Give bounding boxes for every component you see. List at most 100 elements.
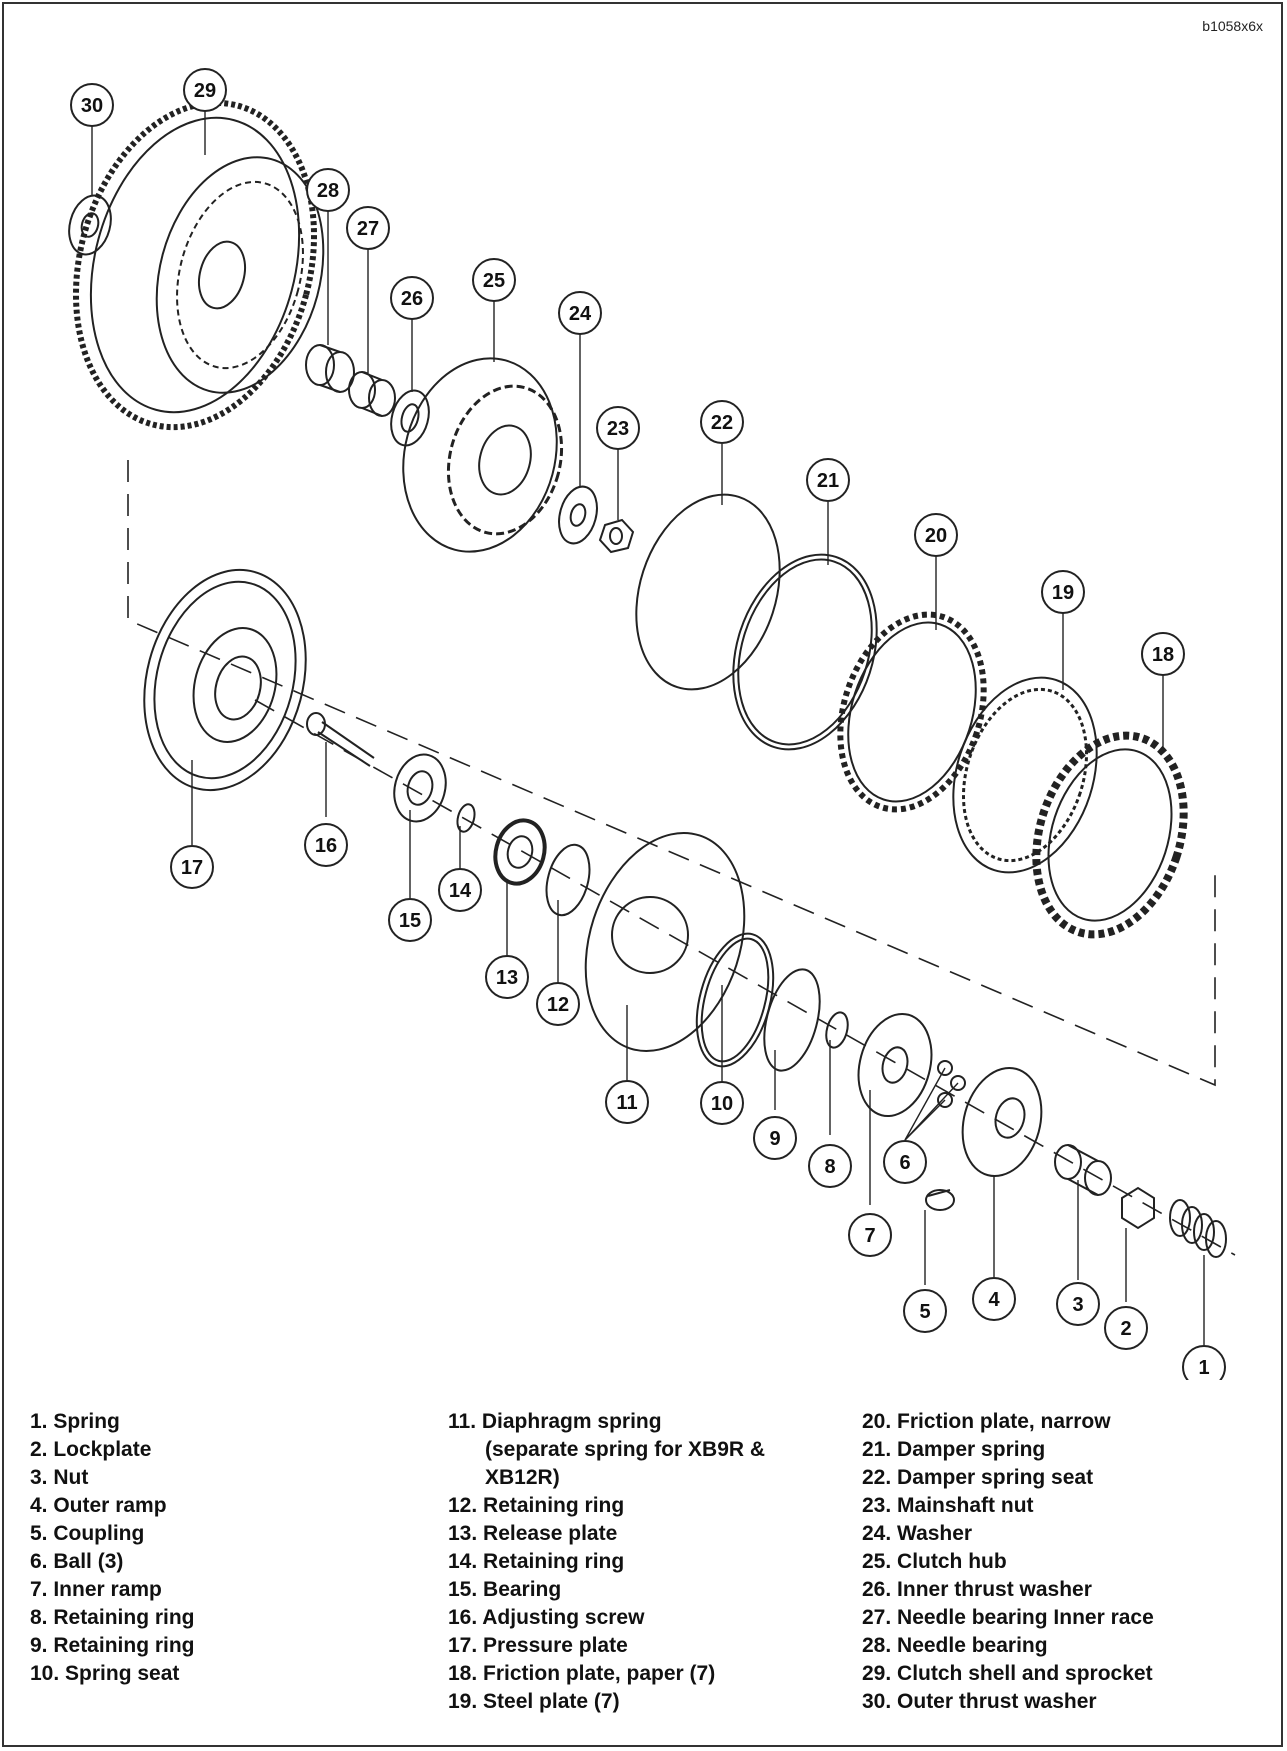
svg-text:13: 13	[496, 967, 518, 989]
callout-3: 3	[1056, 1282, 1100, 1326]
svg-text:29: 29	[194, 80, 216, 102]
svg-text:9: 9	[769, 1128, 780, 1150]
svg-text:10: 10	[711, 1093, 733, 1115]
svg-text:17: 17	[181, 857, 203, 879]
svg-text:7: 7	[864, 1225, 875, 1247]
callout-30: 30	[70, 83, 114, 127]
svg-text:1: 1	[1198, 1357, 1209, 1379]
svg-text:4: 4	[988, 1289, 1000, 1311]
callout-6: 6	[883, 1140, 927, 1184]
callout-11: 11	[605, 1080, 649, 1124]
callout-23: 23	[596, 406, 640, 450]
svg-text:23: 23	[607, 418, 629, 440]
callout-12: 12	[536, 982, 580, 1026]
legend-item: 23. Mainshaft nut	[862, 1494, 1034, 1517]
svg-text:22: 22	[711, 412, 733, 434]
callout-10: 10	[700, 1081, 744, 1125]
legend-item: 4. Outer ramp	[30, 1494, 167, 1517]
svg-text:26: 26	[401, 288, 423, 310]
legend-item: 19. Steel plate (7)	[448, 1690, 620, 1713]
legend-item: 21. Damper spring	[862, 1438, 1046, 1461]
legend-item: 10. Spring seat	[30, 1662, 180, 1685]
legend-item: 3. Nut	[30, 1466, 89, 1489]
svg-text:18: 18	[1152, 644, 1174, 666]
outer-thrust-washer-part	[68, 194, 112, 256]
legend-item: 25. Clutch hub	[862, 1550, 1007, 1573]
callout-17: 17	[170, 845, 214, 889]
callout-7: 7	[848, 1213, 892, 1257]
adjusting-screw-part	[306, 712, 375, 767]
callout-26: 26	[390, 276, 434, 320]
callout-24: 24	[558, 291, 602, 335]
callout-9: 9	[753, 1116, 797, 1160]
callout-19: 19	[1041, 570, 1085, 614]
retaining-ring-12-part	[545, 843, 591, 917]
legend-item: 12. Retaining ring	[448, 1494, 625, 1517]
callout-25: 25	[472, 258, 516, 302]
svg-text:28: 28	[317, 180, 339, 202]
nut-part	[1054, 1144, 1112, 1196]
dashed-assembly-line	[127, 460, 1216, 1087]
figure-id: b1058x6x	[1202, 18, 1263, 34]
svg-text:16: 16	[315, 835, 337, 857]
svg-text:20: 20	[925, 525, 947, 547]
retaining-ring-14-part	[456, 803, 476, 833]
clutch-shell-and-sprocket-part	[72, 99, 325, 431]
retaining-ring-9-part	[763, 968, 821, 1072]
legend-column-1: 1. Spring 2. Lockplate 3. Nut 4. Outer r…	[30, 1408, 195, 1688]
clutch-hub-part	[402, 357, 564, 553]
legend-item: 28. Needle bearing	[862, 1634, 1048, 1657]
legend-item: 18. Friction plate, paper (7)	[448, 1662, 716, 1685]
svg-text:21: 21	[817, 470, 839, 492]
legend-item: 8. Retaining ring	[30, 1606, 195, 1629]
coupling-part	[925, 1189, 955, 1211]
callout-18: 18	[1141, 632, 1185, 676]
callout-14: 14	[438, 868, 482, 912]
legend-item: 1. Spring	[30, 1410, 120, 1433]
svg-text:19: 19	[1052, 582, 1074, 604]
svg-text:24: 24	[569, 303, 592, 325]
svg-text:25: 25	[483, 270, 505, 292]
leader-lines	[91, 108, 1205, 1345]
outer-ramp-part	[961, 1066, 1043, 1178]
legend-item: 2. Lockplate	[30, 1438, 152, 1461]
legend-item: 9. Retaining ring	[30, 1634, 195, 1657]
retaining-ring-8-part	[825, 1011, 849, 1049]
callout-28: 28	[306, 168, 350, 212]
legend-item-note: (separate spring for XB9R &	[485, 1438, 766, 1461]
washer-part	[558, 485, 598, 545]
callout-22: 22	[700, 400, 744, 444]
legend-item: 29. Clutch shell and sprocket	[862, 1662, 1153, 1685]
svg-text:3: 3	[1072, 1294, 1083, 1316]
legend-item: 15. Bearing	[448, 1578, 562, 1601]
friction-plate-paper-part	[1032, 731, 1188, 939]
legend-item: 27. Needle bearing Inner race	[862, 1606, 1154, 1629]
legend-item: 17. Pressure plate	[448, 1634, 628, 1657]
damper-spring-seat-part	[635, 493, 781, 691]
inner-thrust-washer-part	[390, 389, 430, 447]
callout-21: 21	[806, 458, 850, 502]
callout-20: 20	[914, 513, 958, 557]
dashed-axis-line	[254, 699, 1236, 1256]
callout-13: 13	[485, 955, 529, 999]
damper-spring-part	[732, 553, 878, 751]
balls-part	[937, 1060, 966, 1108]
legend-item: 26. Inner thrust washer	[862, 1578, 1092, 1601]
callout-29: 29	[183, 68, 227, 112]
exploded-clutch-diagram: 30 29 28 27 26 25 24 23 22 21 20 19 18 1…	[68, 68, 1236, 1380]
pressure-plate-part	[143, 568, 307, 792]
callout-27: 27	[346, 206, 390, 250]
legend-item: 13. Release plate	[448, 1522, 618, 1545]
steel-plate-part	[952, 676, 1098, 874]
legend-item: 24. Washer	[862, 1522, 973, 1545]
needle-bearing-part	[305, 344, 355, 393]
callout-8: 8	[808, 1144, 852, 1188]
legend-column-2: 11. Diaphragm spring (separate spring fo…	[448, 1408, 765, 1716]
callout-16: 16	[304, 823, 348, 867]
legend-item: 7. Inner ramp	[30, 1578, 162, 1601]
lockplate-part	[1121, 1186, 1155, 1230]
callout-2: 2	[1104, 1306, 1148, 1350]
svg-text:5: 5	[919, 1301, 930, 1323]
friction-plate-narrow-part	[837, 611, 987, 813]
